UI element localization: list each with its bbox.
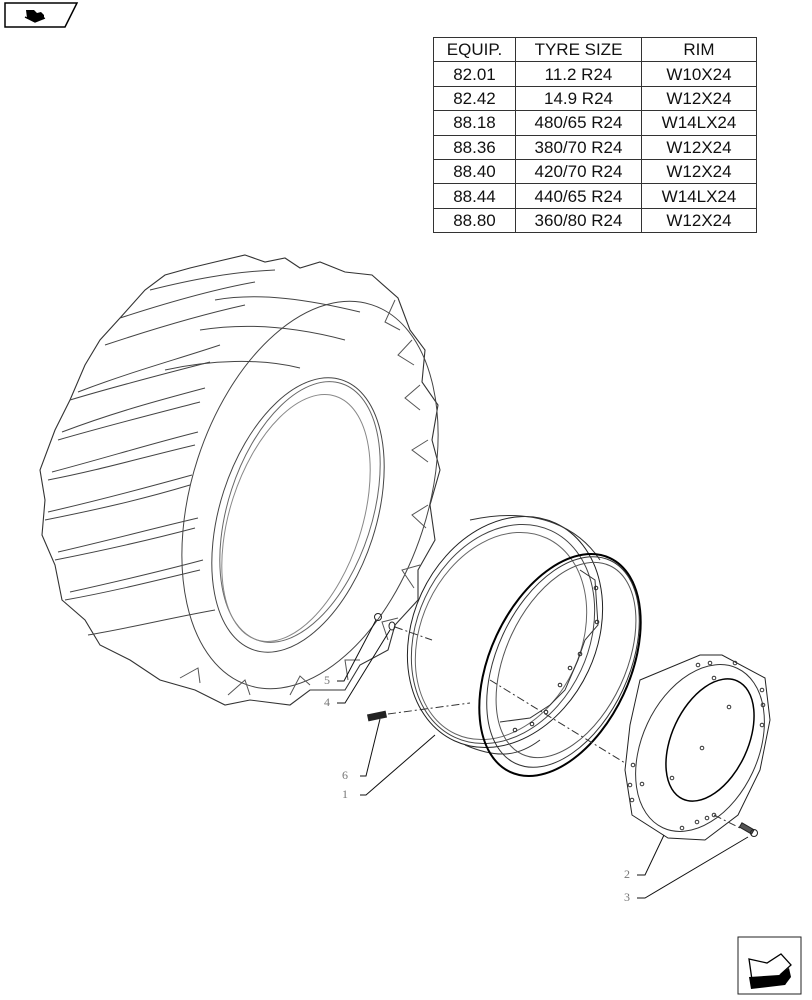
book-arrow-icon: [4, 2, 79, 28]
table-row: 82.42 14.9 R24 W12X24: [433, 85, 757, 112]
cell-equip: 88.36: [433, 134, 516, 160]
cell-equip: 82.42: [433, 85, 516, 112]
table-row: 88.44 440/65 R24 W14LX24: [433, 183, 757, 209]
fasteners: [366, 613, 758, 837]
cell-tyre-size: 440/65 R24: [515, 183, 642, 209]
callout-2: 2: [624, 867, 630, 881]
table-row: 88.40 420/70 R24 W12X24: [433, 158, 757, 185]
cell-rim: W14LX24: [641, 183, 757, 209]
callout-5: 5: [324, 673, 330, 687]
nut-part: [374, 613, 382, 621]
cell-tyre-size: 480/65 R24: [515, 110, 642, 136]
wheel-disc-drawing: [624, 654, 771, 841]
callout-3: 3: [624, 890, 630, 904]
cell-equip: 82.01: [433, 61, 516, 87]
table-row: 82.01 11.2 R24 W10X24: [433, 61, 757, 87]
cell-equip: 88.80: [433, 207, 516, 234]
tyre-drawing: [39, 254, 441, 706]
callout-1: 1: [342, 787, 348, 801]
cell-rim: W12X24: [641, 207, 757, 234]
bolt-part-6: [366, 710, 388, 722]
cell-tyre-size: 14.9 R24: [515, 85, 642, 112]
next-page-button[interactable]: [735, 935, 805, 995]
arrow-left-down-icon: [737, 936, 802, 995]
callout-4: 4: [324, 695, 330, 709]
table-row: 88.80 360/80 R24 W12X24: [433, 207, 757, 234]
tyre-rim-table: EQUIP. TYRE SIZE RIM 82.01 11.2 R24 W10X…: [433, 36, 757, 234]
header-tyre-size: TYRE SIZE: [515, 36, 642, 63]
cell-rim: W12X24: [641, 134, 757, 160]
leader-lines: [337, 619, 749, 899]
callout-6: 6: [342, 768, 348, 782]
bolt-part-3: [738, 822, 758, 837]
cell-equip: 88.44: [433, 183, 516, 209]
cell-tyre-size: 11.2 R24: [515, 61, 642, 87]
assembly-axis-lines: [387, 626, 743, 830]
cell-rim: W12X24: [641, 85, 757, 112]
washer-part: [388, 621, 396, 631]
cell-rim: W10X24: [641, 61, 757, 87]
previous-page-tab[interactable]: [0, 0, 80, 30]
table-header-row: EQUIP. TYRE SIZE RIM: [433, 36, 757, 63]
cell-tyre-size: 420/70 R24: [515, 158, 642, 185]
rim-drawing: [406, 515, 642, 777]
